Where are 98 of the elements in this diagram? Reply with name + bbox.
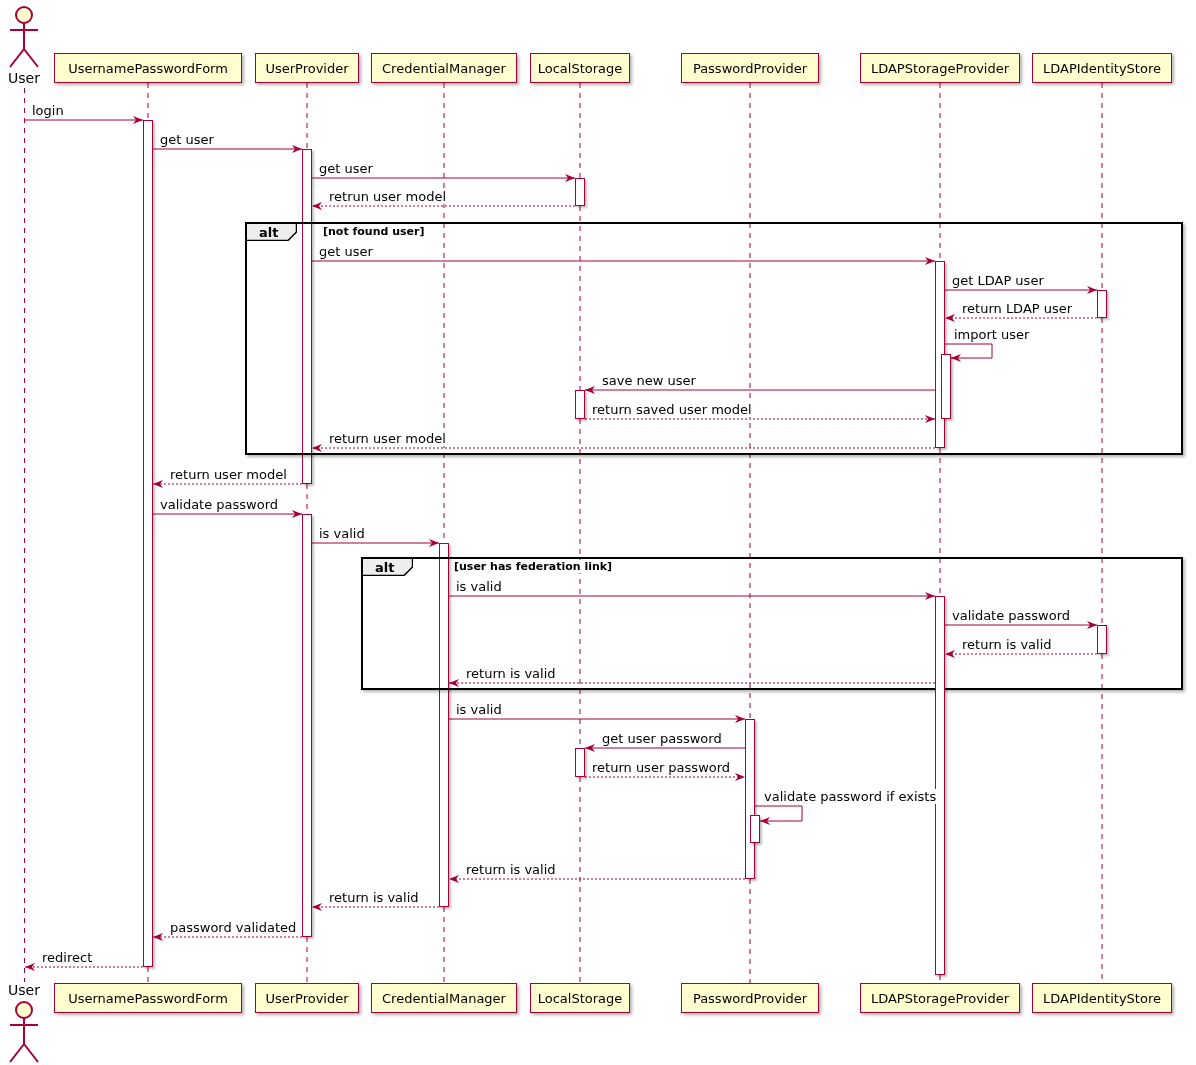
lifeline — [749, 82, 751, 720]
message-label: get user — [319, 161, 373, 176]
participant-box: PasswordProvider — [681, 983, 819, 1013]
participant-box: LDAPStorageProvider — [860, 983, 1020, 1013]
message-label: is valid — [456, 579, 502, 594]
message-label: validate password — [952, 608, 1071, 623]
return-message-arrow — [152, 933, 303, 941]
return-message-arrow — [448, 679, 936, 687]
participant-box: LDAPStorageProvider — [860, 53, 1020, 83]
activation-bar — [575, 178, 585, 206]
lifeline — [1101, 317, 1103, 626]
fragment-tab: alt — [247, 224, 297, 241]
activation-bar — [1097, 625, 1107, 654]
activation-bar — [302, 514, 312, 937]
participant-box: UserProvider — [255, 983, 359, 1013]
participant-box: LocalStorage — [530, 53, 630, 83]
participant-box: LDAPIdentityStore — [1032, 983, 1172, 1013]
self-message-arrow — [754, 805, 803, 825]
message-arrow — [944, 286, 1098, 294]
message-label: password validated — [170, 920, 297, 935]
guard-condition: [user has federation link] — [454, 560, 613, 573]
lifeline — [579, 205, 581, 391]
return-message-arrow — [584, 773, 746, 781]
message-label: return user model — [170, 467, 287, 482]
message-label: validate password — [160, 497, 279, 512]
participant-box: UserProvider — [255, 53, 359, 83]
return-message-arrow — [448, 875, 746, 883]
message-arrow — [448, 715, 746, 723]
activation-bar — [1097, 290, 1107, 318]
lifeline — [306, 936, 308, 984]
return-message-arrow — [584, 415, 936, 423]
lifeline — [147, 966, 149, 984]
lifeline — [147, 82, 149, 121]
message-label: return LDAP user — [962, 301, 1073, 316]
return-message-arrow — [24, 963, 144, 971]
participant-box: CredentialManager — [371, 983, 517, 1013]
return-message-arrow — [944, 314, 1098, 322]
message-label: redirect — [42, 950, 93, 965]
message-arrow — [448, 592, 936, 600]
message-label: login — [32, 103, 64, 118]
actor-name: User — [7, 982, 41, 999]
message-label: return is valid — [962, 637, 1052, 652]
message-label: get user password — [602, 731, 722, 746]
activation-bar — [750, 815, 760, 843]
activation-bar — [575, 748, 585, 777]
lifeline — [1101, 82, 1103, 291]
message-arrow — [311, 539, 440, 547]
participant-box: PasswordProvider — [681, 53, 819, 83]
message-label: get user — [319, 244, 373, 259]
lifeline — [306, 82, 308, 150]
lifeline — [24, 88, 25, 982]
participant-box: LDAPIdentityStore — [1032, 53, 1172, 83]
return-message-arrow — [311, 903, 440, 911]
message-label: return user model — [329, 431, 446, 446]
lifeline — [443, 906, 445, 984]
participant-box: CredentialManager — [371, 53, 517, 83]
message-label: return saved user model — [592, 402, 752, 417]
activation-bar — [941, 354, 951, 419]
message-label: return is valid — [466, 862, 556, 877]
message-label: get user — [160, 132, 214, 147]
message-label: get LDAP user — [952, 273, 1044, 288]
message-label: return is valid — [466, 666, 556, 681]
return-message-arrow — [311, 202, 576, 210]
message-label: return is valid — [329, 890, 419, 905]
return-message-arrow — [152, 480, 303, 488]
lifeline — [579, 82, 581, 179]
message-label: retrun user model — [329, 189, 447, 204]
actor-name: User — [7, 70, 41, 87]
activation-bar — [143, 120, 153, 967]
message-arrow — [24, 116, 144, 124]
message-label: validate password if exists — [764, 789, 937, 804]
message-arrow — [311, 257, 936, 265]
fragment-tab: alt — [363, 559, 413, 576]
return-message-arrow — [944, 650, 1098, 658]
message-label: is valid — [456, 702, 502, 717]
self-message-arrow — [944, 343, 993, 362]
message-arrow — [152, 145, 303, 153]
activation-bar — [439, 543, 449, 907]
return-message-arrow — [311, 444, 936, 452]
activation-bar — [745, 719, 755, 879]
lifeline — [579, 776, 581, 984]
participant-box: UsernamePasswordForm — [54, 983, 242, 1013]
fragment-frame — [245, 222, 1183, 455]
message-label: import user — [954, 327, 1030, 342]
lifeline — [749, 878, 751, 984]
message-arrow — [311, 174, 576, 182]
message-arrow — [584, 744, 746, 752]
participant-box: LocalStorage — [530, 983, 630, 1013]
activation-bar — [302, 149, 312, 484]
activation-bar — [575, 390, 585, 419]
message-label: return user password — [592, 760, 731, 775]
message-arrow — [944, 621, 1098, 629]
participant-box: UsernamePasswordForm — [54, 53, 242, 83]
activation-bar — [935, 596, 945, 975]
guard-condition: [not found user] — [323, 225, 425, 238]
message-arrow — [584, 386, 936, 394]
message-arrow — [152, 510, 303, 518]
message-label: is valid — [319, 526, 365, 541]
